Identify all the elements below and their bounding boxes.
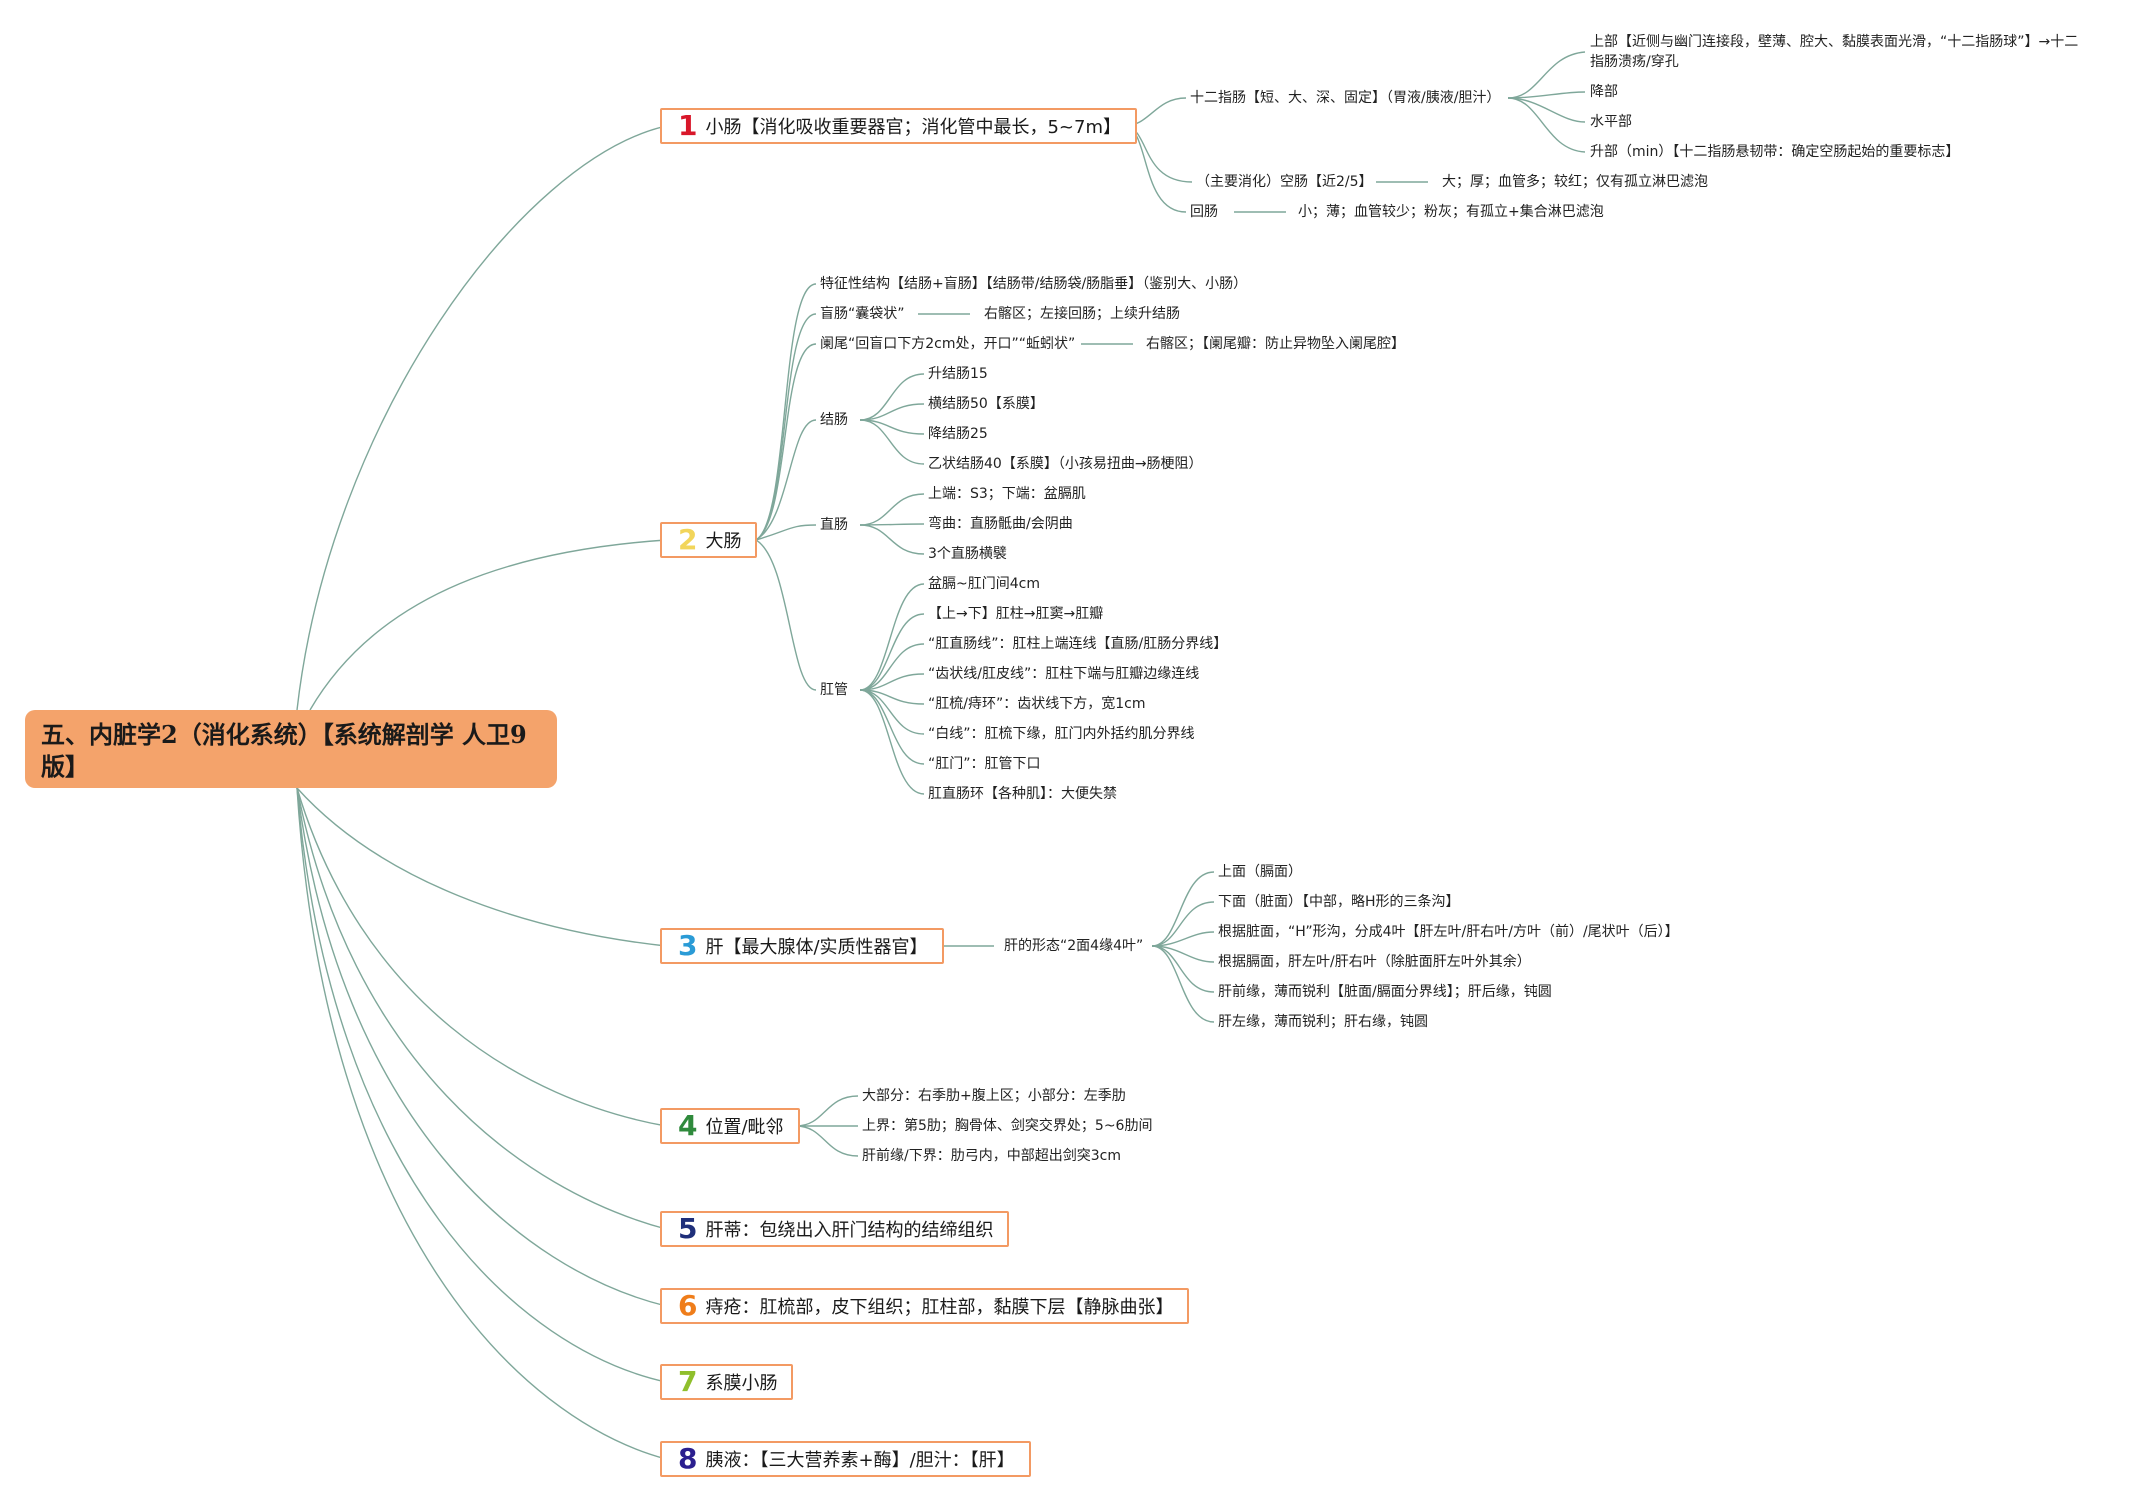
branch-number: 7 bbox=[678, 1365, 698, 1398]
node-duodenum-upper-line1: 上部【近侧与幽门连接段，壁薄、腔大、黏膜表面光滑，“十二指肠球”】→十二 bbox=[1590, 34, 2079, 50]
branch-label: 小肠【消化吸收重要器官；消化管中最长，5~7m】 bbox=[705, 117, 1122, 138]
root-title-line1: 五、内脏学2（消化系统）【系统解剖学 人卫9 bbox=[41, 720, 527, 749]
branch-mesentery[interactable]: 7 系膜小肠 bbox=[660, 1364, 794, 1400]
node-anal-item[interactable]: “肛门”：肛管下口 bbox=[928, 756, 1041, 772]
node-duodenum-upper-line2: 指肠溃疡/穿孔 bbox=[1590, 54, 1679, 70]
node-liver-item[interactable]: 肝左缘，薄而锐利；肝右缘，钝圆 bbox=[1218, 1014, 1428, 1030]
branch-number: 3 bbox=[678, 929, 698, 962]
node-cecum[interactable]: 盲肠“囊袋状” bbox=[820, 306, 905, 322]
node-anal-item[interactable]: 【上→下】肛柱→肛窦→肛瓣 bbox=[928, 606, 1104, 622]
branch-number: 6 bbox=[678, 1289, 698, 1322]
node-rectum-item[interactable]: 弯曲：直肠骶曲/会阴曲 bbox=[928, 516, 1073, 532]
node-rectum-item[interactable]: 3个直肠横襞 bbox=[928, 546, 1007, 562]
node-colon-item[interactable]: 降结肠25 bbox=[928, 426, 988, 442]
root-topic[interactable]: 五、内脏学2（消化系统）【系统解剖学 人卫9 版】 bbox=[25, 710, 557, 788]
node-liver-item[interactable]: 根据脏面，“H”形沟，分成4叶【肝左叶/肝右叶/方叶（前）/尾状叶（后）】 bbox=[1218, 924, 1679, 940]
branch-liver[interactable]: 3 肝【最大腺体/实质性器官】 bbox=[660, 928, 944, 964]
node-colon-item[interactable]: 升结肠15 bbox=[928, 366, 988, 382]
node-ileum-desc[interactable]: 小；薄；血管较少；粉灰；有孤立+集合淋巴滤泡 bbox=[1298, 204, 1604, 220]
node-position-item[interactable]: 肝前缘/下界：肋弓内，中部超出剑突3cm bbox=[862, 1148, 1121, 1164]
node-anal-item[interactable]: “齿状线/肛皮线”：肛柱下端与肛瓣边缘连线 bbox=[928, 666, 1200, 682]
node-jejunum-desc[interactable]: 大；厚；血管多；较红；仅有孤立淋巴滤泡 bbox=[1442, 174, 1708, 190]
branch-hepatic-pedicle[interactable]: 5 肝蒂：包绕出入肝门结构的结缔组织 bbox=[660, 1211, 1010, 1247]
node-duodenum[interactable]: 十二指肠【短、大、深、固定】（胃液/胰液/胆汁） bbox=[1190, 90, 1501, 106]
node-colon[interactable]: 结肠 bbox=[820, 412, 848, 428]
branch-number: 4 bbox=[678, 1109, 698, 1142]
node-ileum[interactable]: 回肠 bbox=[1190, 204, 1218, 220]
node-cecum-desc[interactable]: 右髂区；左接回肠；上续升结肠 bbox=[984, 306, 1180, 322]
node-duodenum-descending[interactable]: 降部 bbox=[1590, 84, 1618, 100]
node-anal-item[interactable]: “肛直肠线”：肛柱上端连线【直肠/肛肠分界线】 bbox=[928, 636, 1228, 652]
branch-number: 5 bbox=[678, 1212, 698, 1245]
branch-label: 胰液：【三大营养素+酶】/胆汁：【肝】 bbox=[705, 1450, 1015, 1471]
branch-pancreatic-juice[interactable]: 8 胰液：【三大营养素+酶】/胆汁：【肝】 bbox=[660, 1441, 1031, 1477]
branch-label: 肝【最大腺体/实质性器官】 bbox=[705, 937, 928, 958]
root-title-line2: 版】 bbox=[41, 752, 89, 781]
node-colon-item[interactable]: 乙状结肠40【系膜】（小孩易扭曲→肠梗阻） bbox=[928, 456, 1203, 472]
node-duodenum-upper[interactable]: 上部【近侧与幽门连接段，壁薄、腔大、黏膜表面光滑，“十二指肠球”】→十二 指肠溃… bbox=[1590, 32, 2090, 72]
branch-hemorrhoids[interactable]: 6 痔疮：肛梳部，皮下组织；肛柱部，黏膜下层【静脉曲张】 bbox=[660, 1288, 1190, 1324]
node-feature-structure[interactable]: 特征性结构【结肠+盲肠】【结肠带/结肠袋/肠脂垂】（鉴别大、小肠） bbox=[820, 276, 1248, 292]
branch-label: 痔疮：肛梳部，皮下组织；肛柱部，黏膜下层【静脉曲张】 bbox=[705, 1297, 1174, 1318]
node-liver-item[interactable]: 下面（脏面）【中部，略H形的三条沟】 bbox=[1218, 894, 1460, 910]
node-jejunum[interactable]: （主要消化）空肠【近2/5】 bbox=[1196, 174, 1373, 190]
node-position-item[interactable]: 上界：第5肋；胸骨体、剑突交界处；5~6肋间 bbox=[862, 1118, 1153, 1134]
node-anal-item[interactable]: 肛直肠环【各种肌】：大便失禁 bbox=[928, 786, 1117, 802]
node-anal-item[interactable]: 盆膈~肛门间4cm bbox=[928, 576, 1040, 592]
branch-number: 8 bbox=[678, 1442, 698, 1475]
branch-small-intestine[interactable]: 1 小肠【消化吸收重要器官；消化管中最长，5~7m】 bbox=[660, 108, 1138, 144]
node-liver-item[interactable]: 肝前缘，薄而锐利【脏面/膈面分界线】；肝后缘，钝圆 bbox=[1218, 984, 1552, 1000]
node-liver-item[interactable]: 上面（膈面） bbox=[1218, 864, 1302, 880]
node-appendix-desc[interactable]: 右髂区；【阑尾瓣：防止异物坠入阑尾腔】 bbox=[1146, 336, 1405, 352]
branch-label: 系膜小肠 bbox=[705, 1373, 778, 1394]
node-duodenum-ascending[interactable]: 升部（min）【十二指肠悬韧带：确定空肠起始的重要标志】 bbox=[1590, 144, 1960, 160]
node-liver-item[interactable]: 根据膈面，肝左叶/肝右叶（除脏面肝左叶外其余） bbox=[1218, 954, 1531, 970]
node-anal-canal[interactable]: 肛管 bbox=[820, 682, 848, 698]
node-appendix[interactable]: 阑尾“回盲口下方2cm处，开口”“蚯蚓状” bbox=[820, 336, 1076, 352]
node-anal-item[interactable]: “白线”：肛梳下缘，肛门内外括约肌分界线 bbox=[928, 726, 1195, 742]
node-anal-item[interactable]: “肛梳/痔环”：齿状线下方，宽1cm bbox=[928, 696, 1146, 712]
branch-label: 肝蒂：包绕出入肝门结构的结缔组织 bbox=[705, 1220, 994, 1241]
node-duodenum-horizontal[interactable]: 水平部 bbox=[1590, 114, 1632, 130]
branch-number: 2 bbox=[678, 523, 698, 556]
branch-position[interactable]: 4 位置/毗邻 bbox=[660, 1108, 800, 1144]
branch-label: 位置/毗邻 bbox=[705, 1117, 784, 1138]
node-position-item[interactable]: 大部分：右季肋+腹上区；小部分：左季肋 bbox=[862, 1088, 1126, 1104]
node-rectum[interactable]: 直肠 bbox=[820, 517, 848, 533]
node-rectum-item[interactable]: 上端：S3；下端：盆膈肌 bbox=[928, 486, 1086, 502]
branch-number: 1 bbox=[678, 109, 698, 142]
branch-label: 大肠 bbox=[705, 531, 742, 552]
branch-large-intestine[interactable]: 2 大肠 bbox=[660, 522, 758, 558]
node-colon-item[interactable]: 横结肠50【系膜】 bbox=[928, 396, 1044, 412]
node-liver-shape[interactable]: 肝的形态“2面4缘4叶” bbox=[1004, 938, 1144, 954]
